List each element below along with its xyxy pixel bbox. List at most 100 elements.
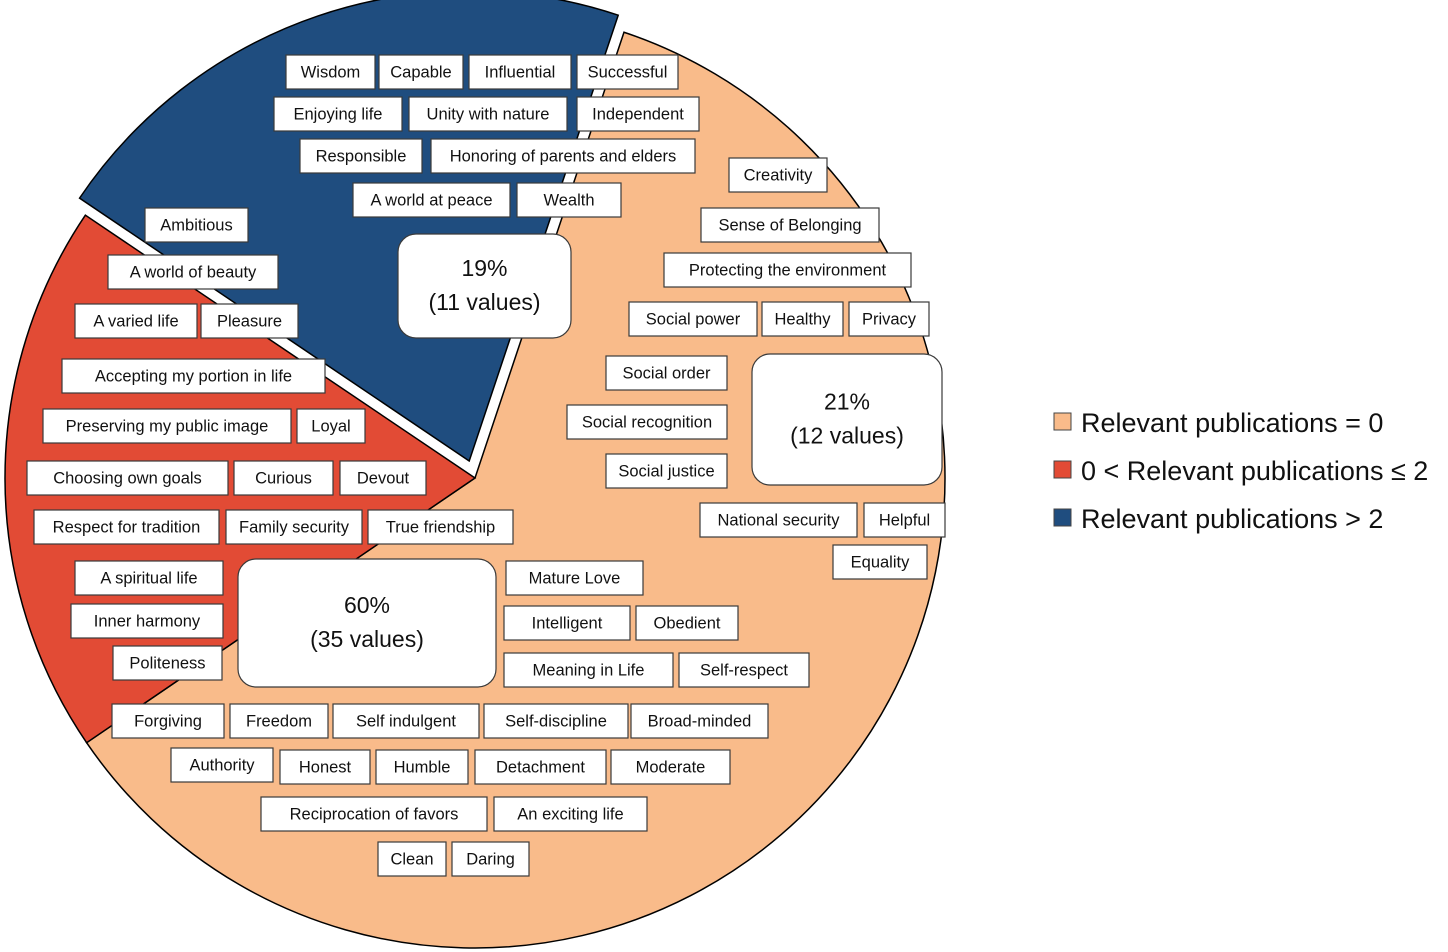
value-label-box — [200, 303, 299, 339]
percent-callout-box — [751, 353, 943, 486]
value-label-reciprocation-of-favors: Reciprocation of favors — [260, 796, 488, 832]
value-label-intelligent: Intelligent — [503, 605, 631, 641]
value-label-text: Meaning in Life — [533, 661, 645, 679]
value-label-box — [26, 460, 229, 496]
value-label-box — [107, 254, 279, 290]
value-label-box — [468, 54, 572, 90]
value-label-social-justice: Social justice — [605, 453, 728, 489]
value-label-healthy: Healthy — [761, 301, 844, 337]
value-label-devout: Devout — [339, 460, 427, 496]
percent-callout-box — [397, 233, 572, 339]
value-label-text: Influential — [485, 63, 556, 81]
value-label-box — [863, 502, 946, 538]
value-label-an-exciting-life: An exciting life — [493, 796, 648, 832]
value-label-text: Social recognition — [582, 413, 712, 431]
value-label-box — [332, 703, 480, 739]
percent-callout-zero: 60%(35 values) — [237, 558, 497, 688]
value-label-box — [728, 157, 828, 193]
value-label-inner-harmony: Inner harmony — [70, 603, 224, 639]
value-label-box — [144, 207, 249, 243]
legend-item-high: Relevant publications > 2 — [1053, 504, 1383, 534]
value-label-box — [678, 652, 810, 688]
value-label-unity-with-nature: Unity with nature — [408, 96, 568, 132]
value-label-text: True friendship — [386, 518, 495, 536]
percent-label: 21% — [824, 389, 870, 415]
value-label-independent: Independent — [576, 96, 700, 132]
value-label-text: Responsible — [316, 147, 407, 165]
value-label-box — [170, 747, 274, 783]
value-label-box — [42, 408, 292, 444]
value-label-box — [451, 841, 530, 877]
value-label-box — [273, 96, 403, 132]
value-label-text: Detachment — [496, 758, 585, 776]
value-label-text: Broad-minded — [648, 712, 752, 730]
value-label-box — [339, 460, 427, 496]
value-label-social-power: Social power — [628, 301, 758, 337]
value-label-social-recognition: Social recognition — [566, 404, 728, 440]
value-label-box — [377, 841, 447, 877]
value-label-accepting-my-portion-in-life: Accepting my portion in life — [61, 358, 326, 394]
value-label-broad-minded: Broad-minded — [630, 703, 769, 739]
value-label-curious: Curious — [233, 460, 334, 496]
value-label-equality: Equality — [832, 544, 928, 580]
legend-label: Relevant publications > 2 — [1081, 504, 1383, 534]
value-label-box — [74, 560, 224, 596]
value-label-choosing-own-goals: Choosing own goals — [26, 460, 229, 496]
value-label-box — [111, 703, 225, 739]
value-label-freedom: Freedom — [229, 703, 329, 739]
value-label-capable: Capable — [378, 54, 464, 90]
value-label-honoring-of-parents-and-elders: Honoring of parents and elders — [430, 138, 696, 174]
value-label-text: A spiritual life — [100, 569, 197, 587]
value-label-a-spiritual-life: A spiritual life — [74, 560, 224, 596]
value-label-mature-love: Mature Love — [505, 560, 644, 596]
value-label-text: Family security — [239, 518, 350, 536]
value-label-text: Clean — [390, 850, 433, 868]
value-label-a-varied-life: A varied life — [74, 303, 198, 339]
value-label-humble: Humble — [375, 749, 469, 785]
value-label-text: Creativity — [744, 166, 814, 184]
value-label-text: Privacy — [862, 310, 917, 328]
value-label-social-order: Social order — [605, 355, 728, 391]
value-label-box — [483, 703, 629, 739]
value-label-text: Authority — [189, 756, 255, 774]
value-label-text: Wealth — [543, 191, 594, 209]
legend-label: 0 < Relevant publications ≤ 2 — [1081, 456, 1428, 486]
value-label-box — [112, 645, 223, 681]
value-label-box — [576, 54, 679, 90]
count-label: (12 values) — [790, 423, 904, 449]
value-label-preserving-my-public-image: Preserving my public image — [42, 408, 292, 444]
value-label-detachment: Detachment — [474, 749, 607, 785]
value-label-clean: Clean — [377, 841, 447, 877]
value-label-family-security: Family security — [225, 509, 363, 545]
value-label-box — [503, 605, 631, 641]
percent-label: 60% — [344, 592, 390, 618]
value-label-text: Enjoying life — [294, 105, 383, 123]
value-label-a-world-at-peace: A world at peace — [352, 182, 511, 218]
value-label-box — [299, 138, 423, 174]
value-label-text: Honoring of parents and elders — [450, 147, 677, 165]
value-label-text: Daring — [466, 850, 515, 868]
value-label-box — [352, 182, 511, 218]
value-label-loyal: Loyal — [296, 408, 366, 444]
value-label-text: Reciprocation of favors — [290, 805, 459, 823]
value-label-text: Respect for tradition — [53, 518, 201, 536]
value-label-text: Curious — [255, 469, 312, 487]
value-label-box — [503, 652, 674, 688]
value-label-text: Intelligent — [532, 614, 603, 632]
value-label-text: Self indulgent — [356, 712, 456, 730]
value-label-box — [761, 301, 844, 337]
value-label-box — [605, 355, 728, 391]
value-label-box — [408, 96, 568, 132]
value-label-text: Obedient — [654, 614, 721, 632]
value-label-box — [296, 408, 366, 444]
value-label-text: Social justice — [618, 462, 714, 480]
value-label-responsible: Responsible — [299, 138, 423, 174]
value-label-wisdom: Wisdom — [285, 54, 376, 90]
value-label-meaning-in-life: Meaning in Life — [503, 652, 674, 688]
value-label-self-respect: Self-respect — [678, 652, 810, 688]
value-label-text: Helpful — [879, 511, 930, 529]
value-label-box — [699, 502, 858, 538]
value-label-text: Social power — [646, 310, 741, 328]
value-label-box — [635, 605, 739, 641]
